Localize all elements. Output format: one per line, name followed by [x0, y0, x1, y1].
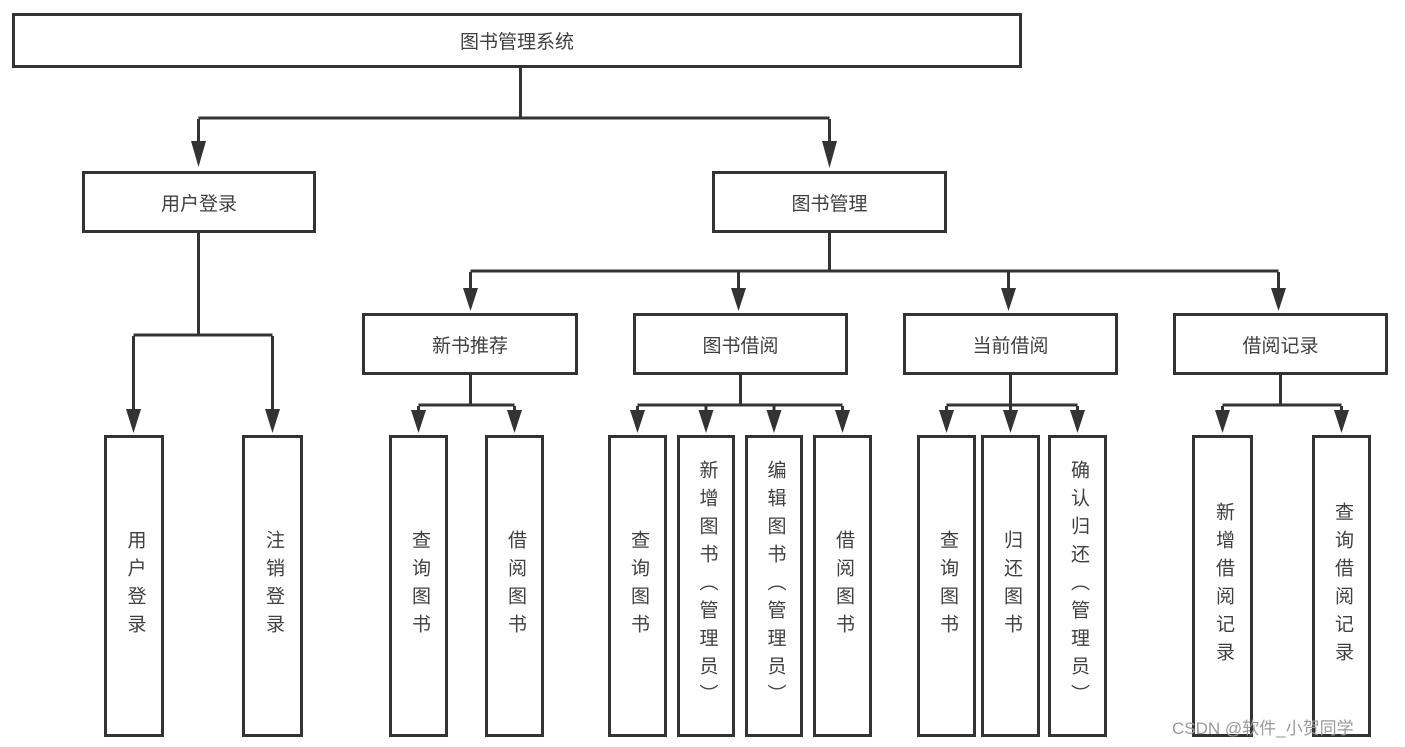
arrowhead	[1003, 410, 1018, 433]
arrowhead	[822, 141, 837, 168]
leaf-query-borrow-record: 查询借阅记录	[1312, 435, 1371, 737]
csdn-watermark: CSDN @软件_小贺同学	[1172, 719, 1354, 738]
node-book-borrow: 图书借阅	[633, 313, 848, 375]
arrowhead	[507, 410, 522, 433]
arrowhead	[1334, 410, 1349, 433]
edge-group-current-borrow-split	[939, 375, 1085, 433]
edge-group-borrow-records-split	[1215, 375, 1349, 433]
arrowhead	[1070, 410, 1085, 433]
arrowhead	[1215, 410, 1230, 433]
arrowhead	[630, 410, 645, 433]
leaf-query-books-borrow: 查询图书	[608, 435, 667, 737]
arrowhead	[698, 410, 714, 433]
edge-group-user-login-split	[126, 233, 280, 433]
edge-group-root-split	[191, 68, 837, 168]
arrowhead	[126, 409, 141, 433]
arrowhead	[939, 410, 954, 433]
leaf-user-login: 用户登录	[104, 435, 164, 737]
leaf-query-books-current: 查询图书	[917, 435, 976, 737]
arrowhead	[1001, 288, 1016, 311]
leaf-borrow-books-recommend: 借阅图书	[485, 435, 544, 737]
leaf-logout: 注销登录	[242, 435, 303, 737]
node-borrow-records: 借阅记录	[1173, 313, 1388, 375]
node-current-borrow: 当前借阅	[903, 313, 1118, 375]
arrowhead	[463, 288, 478, 311]
node-root-library-system: 图书管理系统	[12, 13, 1022, 68]
node-new-book-recommend: 新书推荐	[362, 313, 578, 375]
leaf-borrow-books: 借阅图书	[813, 435, 872, 737]
leaf-add-book-admin: 新增图书（管理员）	[677, 435, 735, 737]
leaf-add-borrow-record: 新增借阅记录	[1192, 435, 1253, 737]
edge-group-book-management-split	[463, 233, 1286, 311]
arrowhead	[835, 410, 850, 433]
edge-group-book-borrow-split	[630, 375, 850, 433]
arrowhead	[191, 141, 206, 167]
leaf-confirm-return-admin: 确认归还（管理员）	[1048, 435, 1107, 737]
node-book-management: 图书管理	[712, 171, 947, 233]
node-user-login: 用户登录	[82, 171, 316, 233]
arrowhead	[265, 409, 280, 433]
leaf-return-book: 归还图书	[981, 435, 1040, 737]
arrowhead	[766, 410, 782, 433]
leaf-edit-book-admin: 编辑图书（管理员）	[745, 435, 803, 737]
arrowhead	[411, 410, 426, 433]
edge-group-new-book-split	[411, 375, 522, 433]
arrowhead	[1271, 288, 1286, 311]
leaf-query-books-recommend: 查询图书	[389, 435, 448, 737]
arrowhead	[731, 288, 746, 311]
